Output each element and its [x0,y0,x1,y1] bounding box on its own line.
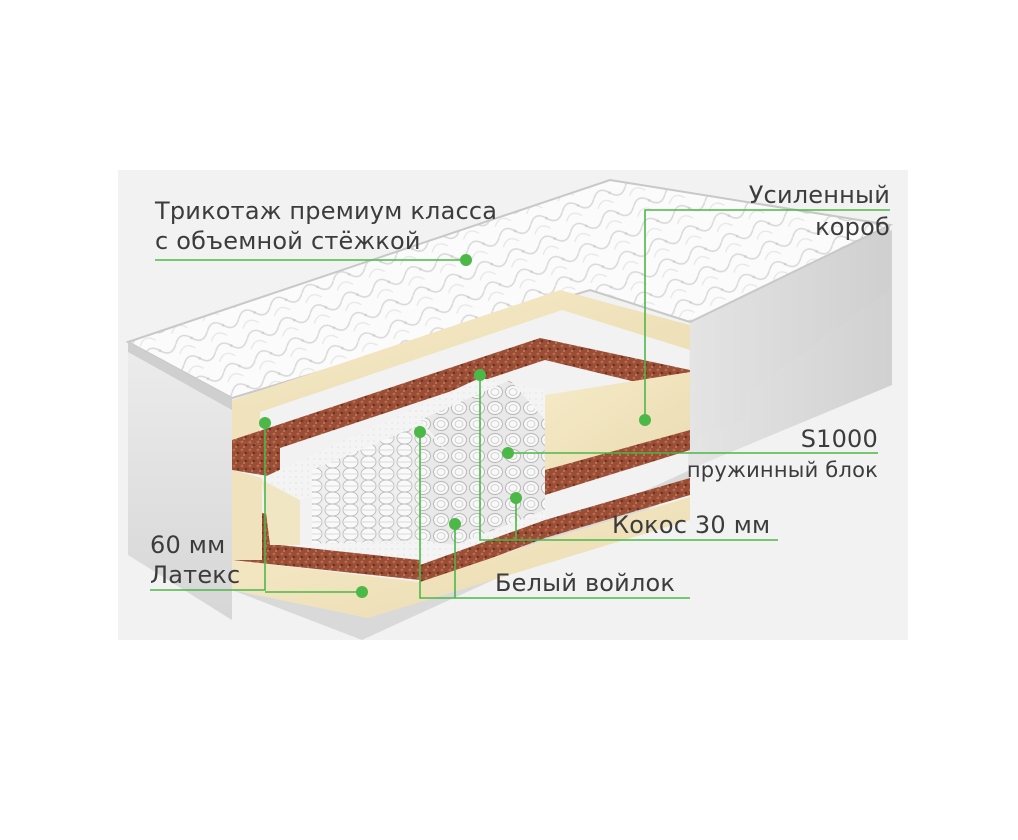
callout-dot-felt2 [449,518,461,530]
callout-knit-line1: Трикотаж премиум класса [155,197,498,225]
coco-top-layer [232,338,690,448]
latex-bottom-front [232,470,262,560]
callout-line-coco [479,375,778,541]
mattress-side-right-lower [688,230,892,470]
spring-block-top [420,380,545,460]
mattress-side-front [128,345,232,620]
callout-dot-felt [414,426,426,438]
callout-dot-coco2 [510,492,522,504]
spring-block-front [312,425,420,555]
callout-dot-latex2 [356,586,368,598]
spring-block-right [420,420,545,545]
callout-spring-line1: S1000 [800,425,878,453]
callout-latex-line1: 60 мм [150,531,226,559]
callout-dot-knit [460,254,472,266]
latex-bottom-layer [232,497,690,618]
callout-line-felt [419,432,690,599]
callout-dot-spring [502,447,514,459]
callout-dots [259,254,651,598]
callout-box-line2: короб [815,213,890,241]
callout-line-latex [150,423,266,591]
callout-dot-box [639,414,651,426]
callout-lines [150,209,890,599]
callout-box-line1: Усиленный [748,181,890,209]
quilted-top-edge [128,342,232,410]
callout-dot-latex [259,417,271,429]
latex-right-wall [545,372,690,470]
callout-latex-line2: Латекс [150,561,241,589]
callout-knit-line2: с объемной стёжкой [155,227,421,255]
latex-left-wall [262,480,300,545]
coco-bottom-layer-right [420,478,690,585]
callout-felt-line1: Белый войлок [495,569,676,597]
callout-spring-line2: пружинный блок [686,458,878,482]
callout-dot-coco [474,369,486,381]
latex-right-wall-lower [545,430,690,495]
coco-top-front [232,440,280,478]
callout-line-box [644,209,890,420]
callout-coco-line1: Кокос 30 мм [612,511,771,539]
latex-top-layer [232,290,690,412]
